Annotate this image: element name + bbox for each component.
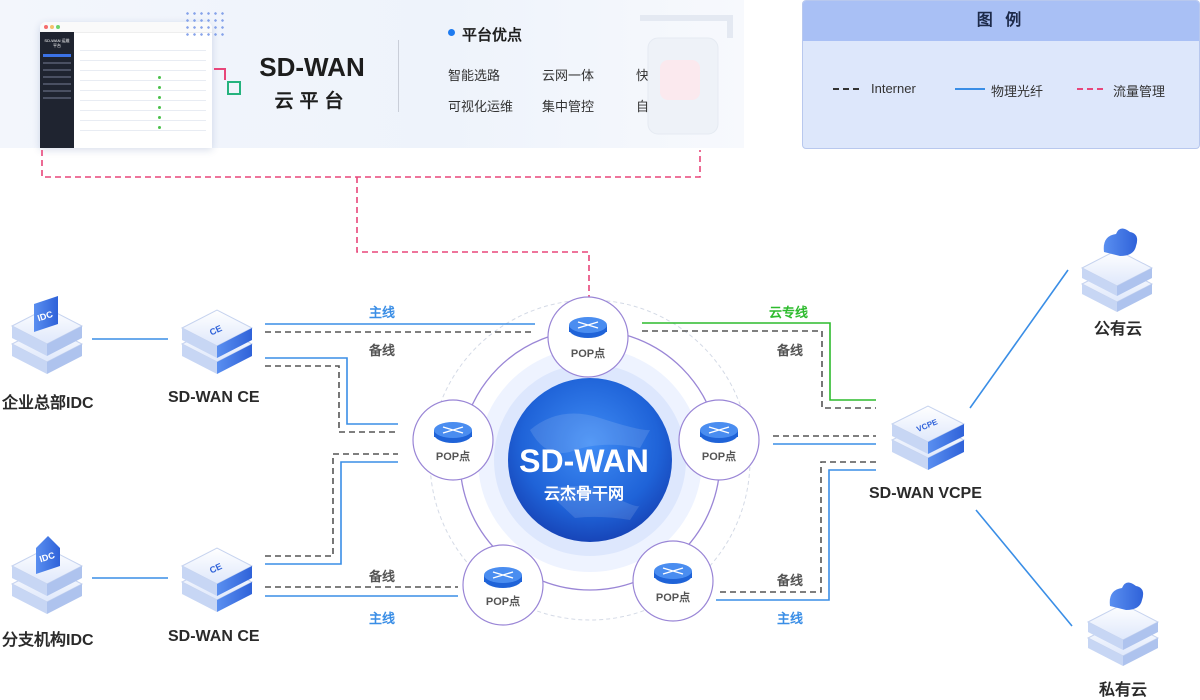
pink-square-decoration bbox=[214, 68, 226, 80]
pop-label-top: POP点 bbox=[571, 346, 605, 360]
branch-idc-label: 分支机构IDC bbox=[2, 632, 94, 649]
hq-idc-icon bbox=[10, 296, 84, 374]
public-cloud-label: 公有云 bbox=[1094, 321, 1143, 338]
hq-links bbox=[92, 323, 535, 433]
line-label-main-right-bottom: 主线 bbox=[777, 611, 804, 626]
decorative-shapes bbox=[640, 15, 733, 135]
vcpe-label: SD-WAN VCPE bbox=[869, 485, 982, 502]
platform-panel: SD-WAN 运维平台 SD-WAN 云平台 平台优点 智能选路 云网一体 快速… bbox=[0, 0, 744, 148]
advantage-item: 智能选路 bbox=[448, 68, 501, 83]
traffic-legend-line bbox=[1077, 88, 1107, 90]
ce-bottom-label: SD-WAN CE bbox=[168, 628, 260, 645]
legend-panel: 图 例 Interner 物理光纤 流量管理 bbox=[802, 0, 1200, 149]
pop-node-top bbox=[547, 296, 629, 378]
line-label-backup-right-bottom: 备线 bbox=[777, 573, 804, 588]
ce-top-label: SD-WAN CE bbox=[168, 389, 260, 406]
pop-node-left bbox=[412, 399, 494, 481]
platform-subtitle: 云平台 bbox=[274, 91, 350, 112]
private-cloud-icon bbox=[1086, 582, 1160, 666]
vcpe-links bbox=[642, 269, 1073, 627]
hq-idc-icon-text: IDC bbox=[36, 309, 54, 323]
ce-top-icon-text: CE bbox=[208, 323, 224, 337]
pop-label-left: POP点 bbox=[436, 449, 470, 463]
ce-top-icon bbox=[180, 309, 254, 374]
panel-divider bbox=[398, 40, 399, 112]
dashboard-sidebar: SD-WAN 运维平台 bbox=[40, 32, 74, 148]
pop-node-right bbox=[678, 399, 760, 481]
line-label-cloud-line: 云专线 bbox=[769, 305, 809, 320]
legend-label-fiber: 物理光纤 bbox=[991, 84, 1044, 99]
advantages-title: 平台优点 bbox=[462, 27, 523, 44]
core-subtitle: 云杰骨干网 bbox=[544, 484, 624, 503]
ce-bottom-icon-text: CE bbox=[208, 561, 224, 575]
internet-legend-line bbox=[833, 88, 863, 90]
platform-title: SD-WAN bbox=[259, 52, 365, 82]
advantage-item: 云网一体 bbox=[542, 68, 595, 83]
dot-grid-decoration bbox=[184, 10, 226, 38]
ce-bottom-icon bbox=[180, 547, 254, 612]
pop-node-bottom-left bbox=[462, 544, 544, 626]
line-label-backup-top: 备线 bbox=[369, 343, 396, 358]
fiber-legend-line bbox=[955, 88, 985, 90]
line-label-main-bottom: 主线 bbox=[369, 611, 396, 626]
advantage-item: 集中管控 bbox=[542, 99, 595, 114]
traffic-management-line bbox=[41, 150, 701, 298]
pop-label-bottom-right: POP点 bbox=[656, 590, 690, 604]
pop-label-right: POP点 bbox=[702, 449, 736, 463]
branch-idc-icon bbox=[10, 536, 84, 614]
pop-node-bottom-right bbox=[632, 540, 714, 622]
branch-idc-icon-text: IDC bbox=[38, 550, 56, 564]
dashboard-screenshot: SD-WAN 运维平台 bbox=[40, 22, 212, 148]
pop-label-bottom-left: POP点 bbox=[486, 594, 520, 608]
dashboard-topbar bbox=[40, 22, 212, 33]
line-label-main-top: 主线 bbox=[369, 305, 396, 320]
private-cloud-label: 私有云 bbox=[1099, 682, 1148, 699]
legend-label-internet: Interner bbox=[871, 81, 916, 96]
line-label-backup-bottom: 备线 bbox=[369, 569, 396, 584]
core-title: SD-WAN bbox=[519, 443, 649, 479]
legend-title: 图 例 bbox=[803, 1, 1199, 41]
backbone-core bbox=[508, 378, 672, 542]
bullet-icon bbox=[448, 29, 455, 36]
vcpe-icon bbox=[890, 405, 966, 470]
public-cloud-icon bbox=[1080, 228, 1154, 312]
dashboard-title: SD-WAN 运维平台 bbox=[44, 38, 70, 48]
advantage-item: 可视化运维 bbox=[448, 99, 514, 114]
branch-links bbox=[92, 453, 458, 597]
line-label-backup-right-top: 备线 bbox=[777, 343, 804, 358]
hq-idc-label: 企业总部IDC bbox=[2, 395, 94, 412]
green-square-decoration bbox=[227, 81, 241, 95]
legend-label-traffic: 流量管理 bbox=[1113, 84, 1166, 99]
